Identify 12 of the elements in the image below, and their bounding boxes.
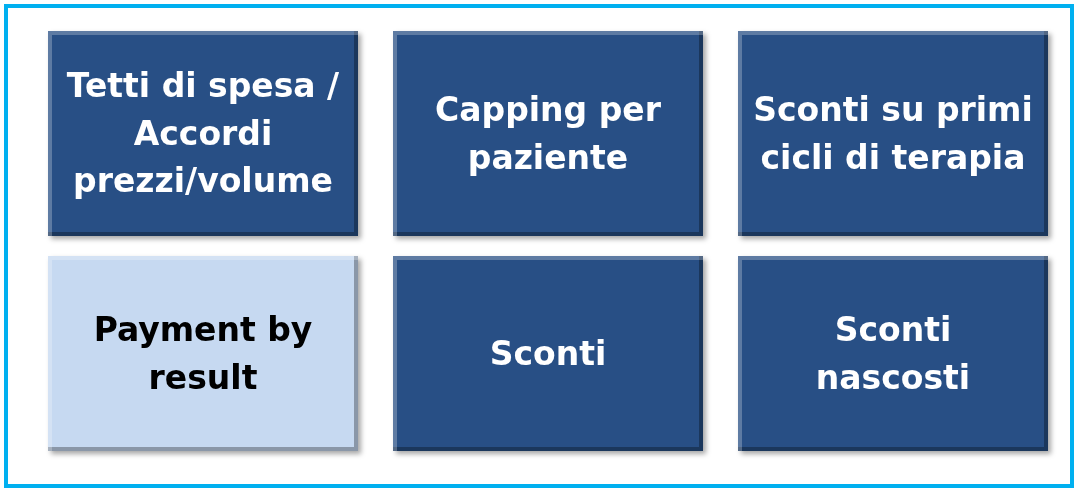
label-tile xyxy=(393,31,703,236)
tile-text: Sconti xyxy=(488,332,608,375)
label-tile xyxy=(393,256,703,451)
tile-text: Tetti di spesa / Accordi prezzi/volume xyxy=(65,64,341,203)
tile-text: Sconti nascosti xyxy=(814,308,972,399)
label-tile xyxy=(738,31,1048,236)
label-tile xyxy=(48,31,358,236)
tile-text: Payment by result xyxy=(92,308,314,399)
tile-text: Sconti su primi cicli di terapia xyxy=(752,88,1034,179)
label-tile xyxy=(48,256,358,451)
label-tile xyxy=(738,256,1048,451)
tile-text: Capping per paziente xyxy=(434,88,662,179)
